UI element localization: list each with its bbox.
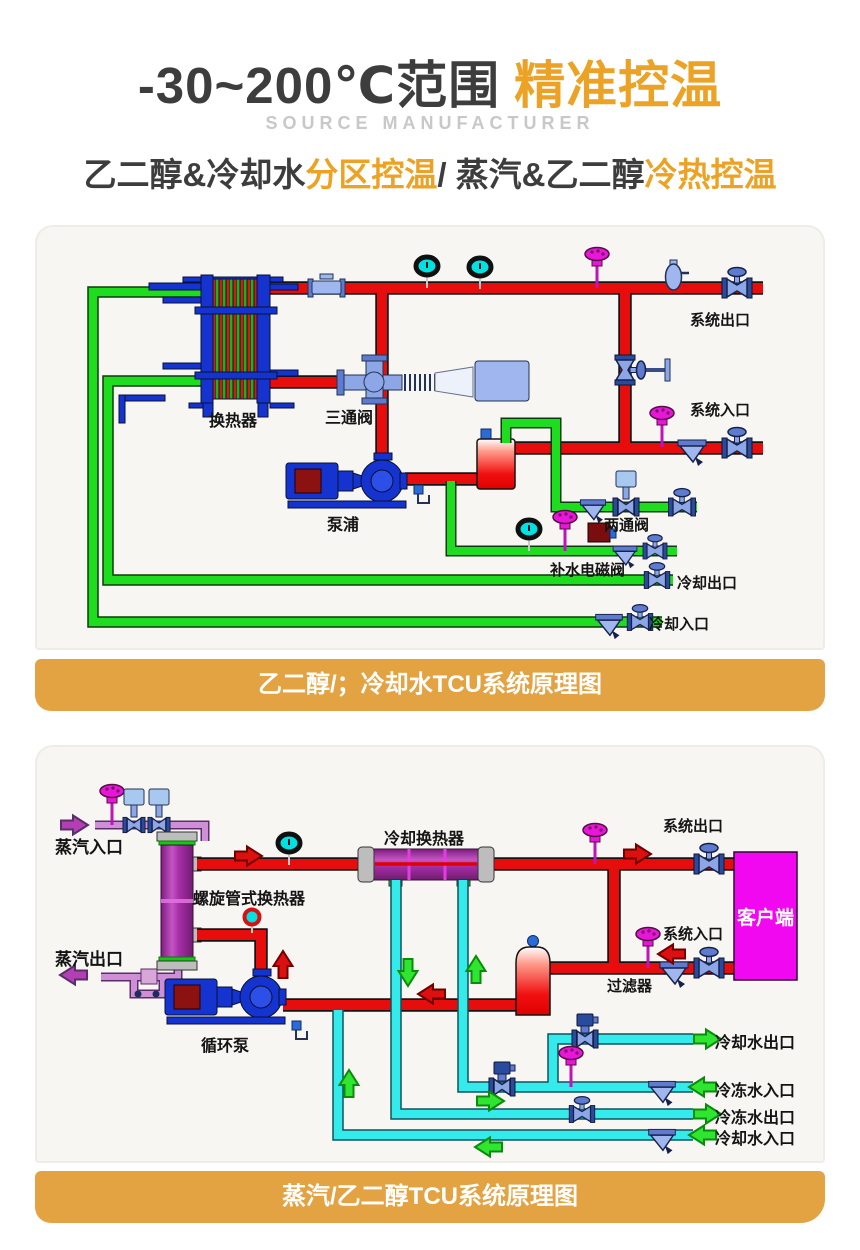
- label-client: 客户端: [736, 907, 794, 929]
- filter-strainer-icon: [659, 961, 689, 989]
- steam-control-valve-icon: [122, 788, 146, 834]
- drain-sensor-icon: [291, 1020, 308, 1040]
- pump-icon: [285, 452, 408, 509]
- glycol-tcu-schematic: [87, 246, 763, 640]
- label-cooling-heat-exchanger: 冷却换热器: [384, 831, 465, 848]
- page-title: -30~200℃范围精准控温: [0, 44, 860, 118]
- pipe-green-cooling-loops: [87, 286, 673, 628]
- label-system-outlet: 系统出口: [663, 818, 724, 835]
- label-cooling-inlet: 冷却入口: [649, 616, 710, 633]
- client-box: [733, 851, 798, 981]
- label-system-outlet: 系统出口: [690, 312, 751, 329]
- expansion-tank-icon: [476, 428, 516, 490]
- inline-fitting-icon: [307, 273, 346, 298]
- sensor-actuator-icon: [98, 783, 126, 827]
- circulation-pump-icon: [164, 968, 287, 1025]
- label-spiral-tube-heat-exchanger: 螺旋管式换热器: [193, 891, 306, 908]
- panel2-caption: 蒸汽/乙二醇TCU系统原理图: [35, 1171, 825, 1223]
- label-heat-exchanger: 换热器: [209, 413, 258, 430]
- flow-arrow-up: [272, 950, 294, 979]
- three-way-valve-icon: [336, 354, 530, 405]
- spiral-tube-heat-exchanger-icon: [156, 831, 202, 971]
- title-range: -30~200℃范围: [137, 57, 501, 114]
- tagline: 乙二醇&冷却水分区控温/ 蒸汽&乙二醇冷热控温: [0, 148, 860, 196]
- label-chilled-water-outlet: 冷冻水出口: [715, 1110, 796, 1127]
- title-accent: 精准控温: [514, 57, 723, 114]
- pipe-red-circulation: [197, 857, 737, 1012]
- steam-tcu-schematic: [59, 783, 798, 1158]
- makeup-solenoid-valve-icon: [587, 522, 617, 543]
- panel1-caption: 乙二醇/；冷却水TCU系统原理图: [35, 659, 825, 711]
- y-strainer-icon: [647, 1080, 677, 1107]
- sensor-actuator-icon: [557, 1045, 585, 1089]
- tagline-part-1: 乙二醇&冷却水: [83, 156, 306, 193]
- tagline-part-2: 分区控温: [305, 156, 438, 193]
- label-steam-outlet: 蒸汽出口: [55, 950, 123, 969]
- label-filter: 过滤器: [607, 978, 653, 995]
- flow-arrow-left: [657, 943, 686, 965]
- label-system-inlet: 系统入口: [663, 926, 724, 943]
- sensor-actuator-icon: [648, 405, 676, 449]
- label-steam-inlet: 蒸汽入口: [55, 838, 123, 857]
- chilled-water-inlet-arrow: [688, 1076, 717, 1098]
- label-makeup-solenoid-valve: 补水电磁阀: [550, 562, 626, 579]
- page-subtitle: SOURCE MANUFACTURER: [265, 113, 595, 133]
- steam-glycol-tcu-panel: 蒸汽入口 蒸汽出口 螺旋管式换热器 冷却换热器 系统出口 客户端 系统入口 过滤…: [35, 745, 825, 1163]
- label-circulation-pump: 循环泵: [201, 1038, 250, 1055]
- label-cooling-water-outlet: 冷却水出口: [715, 1035, 796, 1052]
- label-system-inlet: 系统入口: [690, 402, 751, 419]
- label-cooling-water-inlet: 冷却水入口: [715, 1131, 796, 1148]
- expansion-tank-icon: [515, 935, 551, 1016]
- sensor-actuator-icon: [551, 509, 579, 553]
- glycol-cooling-water-tcu-panel: 换热器 三通阀 泵浦 两通阀 补水电磁阀 系统出口 系统入口 冷却出口 冷却入口: [35, 225, 825, 650]
- y-strainer-icon: [647, 1128, 677, 1155]
- pipe-cyan-water: [332, 880, 693, 1141]
- label-chilled-water-inlet: 冷冻水入口: [715, 1083, 796, 1100]
- tagline-part-4: 冷热控温: [644, 156, 777, 193]
- steam-control-valve-icon: [147, 788, 171, 834]
- label-cooling-outlet: 冷却出口: [677, 575, 738, 592]
- plate-heat-exchanger-icon: [118, 274, 299, 424]
- pressure-gauge-icon: [242, 907, 262, 933]
- control-valve-icon: [614, 354, 671, 386]
- flow-arrow-right: [476, 1090, 505, 1112]
- cooling-heat-exchanger-icon: [357, 846, 495, 887]
- label-three-way-valve: 三通阀: [325, 410, 374, 427]
- tagline-part-3: / 蒸汽&乙二醇: [437, 156, 645, 193]
- relief-device-icon: [664, 259, 689, 291]
- label-pump: 泵浦: [327, 517, 360, 534]
- flow-arrow-up: [465, 955, 487, 984]
- steam-inlet-arrow: [60, 814, 89, 836]
- drain-sensor-icon: [413, 484, 430, 504]
- label-two-way-valve: 两通阀: [604, 517, 650, 534]
- cooling-water-inlet-arrow: [688, 1124, 717, 1146]
